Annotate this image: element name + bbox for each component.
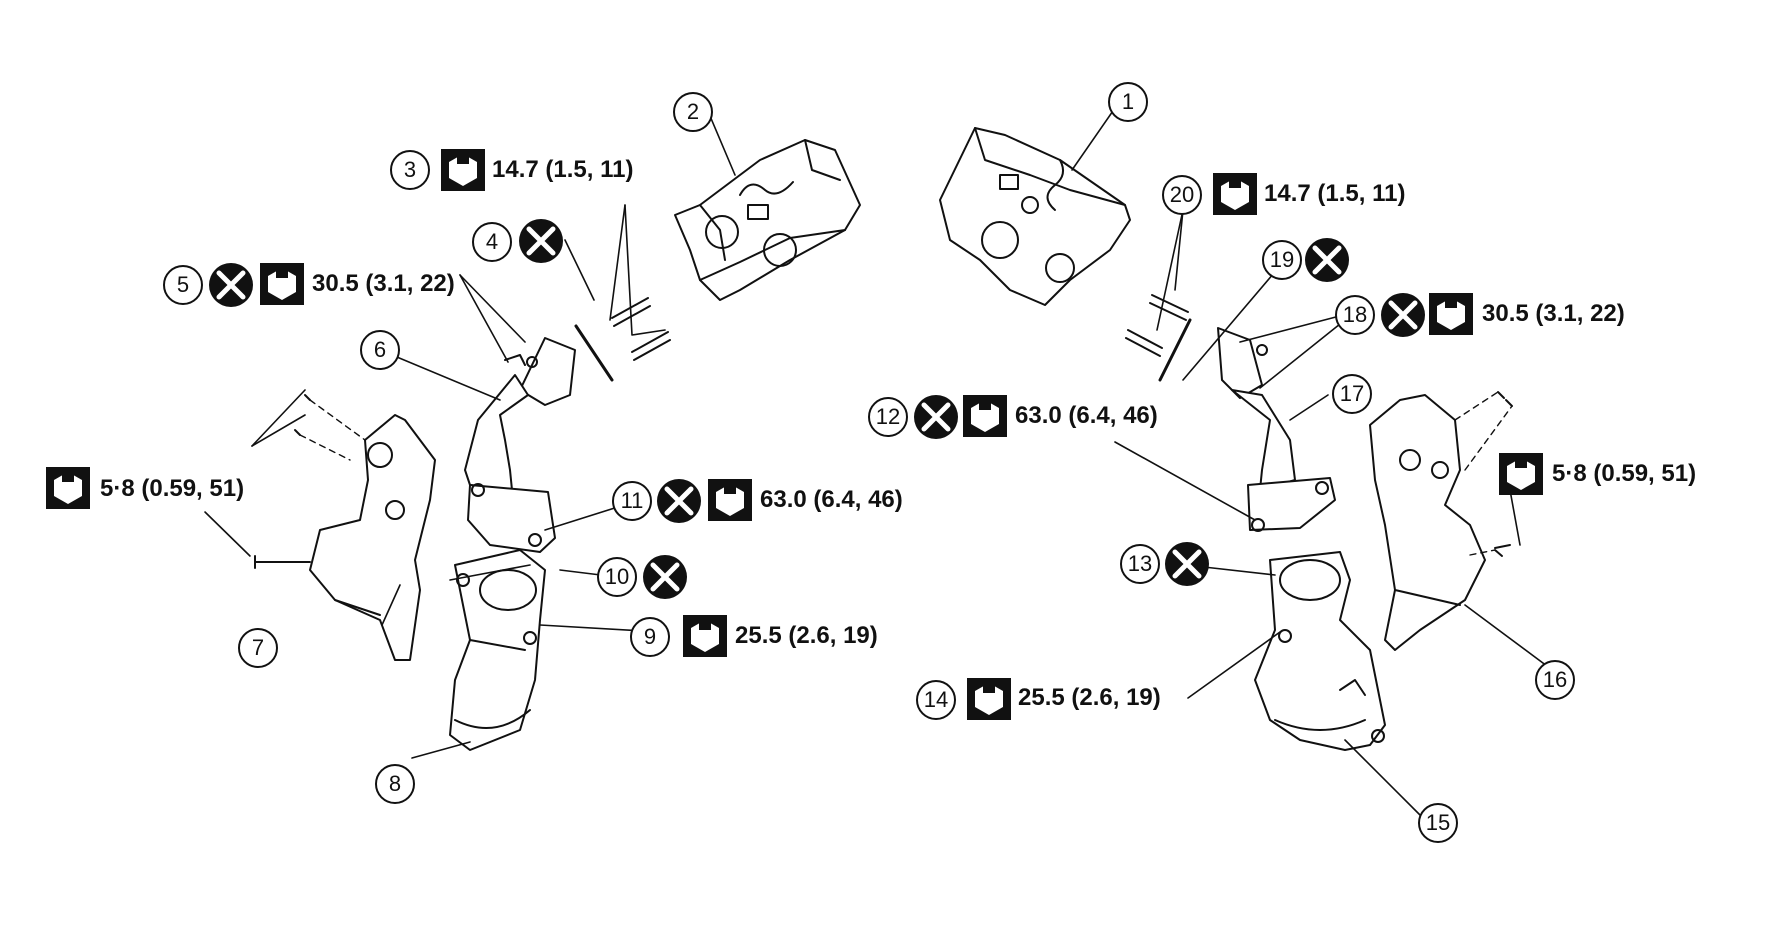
dowel-pin-right-upper bbox=[1149, 294, 1189, 321]
three-way-catalyst-right bbox=[1254, 551, 1386, 751]
callout-14: 14 bbox=[916, 680, 956, 720]
callout-19: 19 bbox=[1262, 240, 1302, 280]
exhaust-manifold-right bbox=[1217, 327, 1336, 532]
torque-wrench-icon bbox=[1499, 453, 1543, 495]
exhaust-manifold-left bbox=[464, 337, 576, 553]
dashed-bolt-lines bbox=[299, 391, 1513, 556]
do-not-reuse-icon bbox=[1305, 238, 1349, 282]
do-not-reuse-icon bbox=[519, 219, 563, 263]
torque-spec-left-heat-insulator: 5·8 (0.59, 51) bbox=[100, 475, 245, 502]
callout-9: 9 bbox=[630, 617, 670, 657]
do-not-reuse-icon bbox=[657, 479, 701, 523]
callout-6: 6 bbox=[360, 330, 400, 370]
torque-spec-part-3: 14.7 (1.5, 11) bbox=[492, 156, 634, 183]
torque-wrench-icon bbox=[46, 467, 90, 509]
callout-2: 2 bbox=[673, 92, 713, 132]
torque-spec-part-11: 63.0 (6.4, 46) bbox=[760, 486, 903, 513]
three-way-catalyst-left bbox=[449, 549, 546, 751]
cylinder-head-left bbox=[674, 139, 861, 301]
do-not-reuse-icon bbox=[209, 263, 253, 307]
torque-spec-part-14: 25.5 (2.6, 19) bbox=[1018, 684, 1161, 711]
callout-11: 11 bbox=[612, 481, 652, 521]
torque-wrench-icon bbox=[683, 615, 727, 657]
dowel-pin-right-lower bbox=[1125, 329, 1163, 357]
gasket-right bbox=[1158, 318, 1192, 382]
bolt-left-upper bbox=[294, 394, 311, 436]
dowel-pin-left-lower bbox=[631, 331, 671, 361]
callout-1: 1 bbox=[1108, 82, 1148, 122]
torque-wrench-icon bbox=[963, 395, 1007, 437]
callout-20: 20 bbox=[1162, 175, 1202, 215]
torque-spec-part-5: 30.5 (3.1, 22) bbox=[312, 270, 455, 297]
torque-spec-part-18: 30.5 (3.1, 22) bbox=[1482, 300, 1625, 327]
callout-8: 8 bbox=[375, 764, 415, 804]
cylinder-head-right bbox=[939, 127, 1131, 306]
do-not-reuse-icon bbox=[643, 555, 687, 599]
torque-spec-right-heat-insulator: 5·8 (0.59, 51) bbox=[1552, 460, 1697, 487]
do-not-reuse-icon bbox=[1381, 293, 1425, 337]
bolt-right-lower bbox=[1494, 544, 1511, 557]
callout-13: 13 bbox=[1120, 544, 1160, 584]
torque-wrench-icon bbox=[1429, 293, 1473, 335]
torque-wrench-icon bbox=[1213, 173, 1257, 215]
torque-spec-part-12: 63.0 (6.4, 46) bbox=[1015, 402, 1158, 429]
do-not-reuse-icon bbox=[914, 395, 958, 439]
callout-16: 16 bbox=[1535, 660, 1575, 700]
callout-7: 7 bbox=[238, 628, 278, 668]
torque-spec-part-9: 25.5 (2.6, 19) bbox=[735, 622, 878, 649]
exhaust-manifold-cover-right bbox=[1369, 394, 1486, 651]
bolt-right-upper bbox=[1497, 391, 1513, 407]
do-not-reuse-icon bbox=[1165, 542, 1209, 586]
callout-5: 5 bbox=[163, 265, 203, 305]
torque-wrench-icon bbox=[260, 263, 304, 305]
callout-4: 4 bbox=[472, 222, 512, 262]
callout-15: 15 bbox=[1418, 803, 1458, 843]
gasket-left bbox=[574, 324, 614, 382]
exhaust-manifold-cover-left bbox=[309, 414, 436, 661]
callout-18: 18 bbox=[1335, 295, 1375, 335]
callout-12: 12 bbox=[868, 397, 908, 437]
callout-17: 17 bbox=[1332, 374, 1372, 414]
bolt-left-lower bbox=[254, 555, 311, 569]
torque-wrench-icon bbox=[708, 479, 752, 521]
callout-3: 3 bbox=[390, 150, 430, 190]
callout-10: 10 bbox=[597, 557, 637, 597]
torque-spec-part-20: 14.7 (1.5, 11) bbox=[1264, 180, 1406, 207]
torque-wrench-icon bbox=[967, 678, 1011, 720]
torque-wrench-icon bbox=[441, 149, 485, 191]
